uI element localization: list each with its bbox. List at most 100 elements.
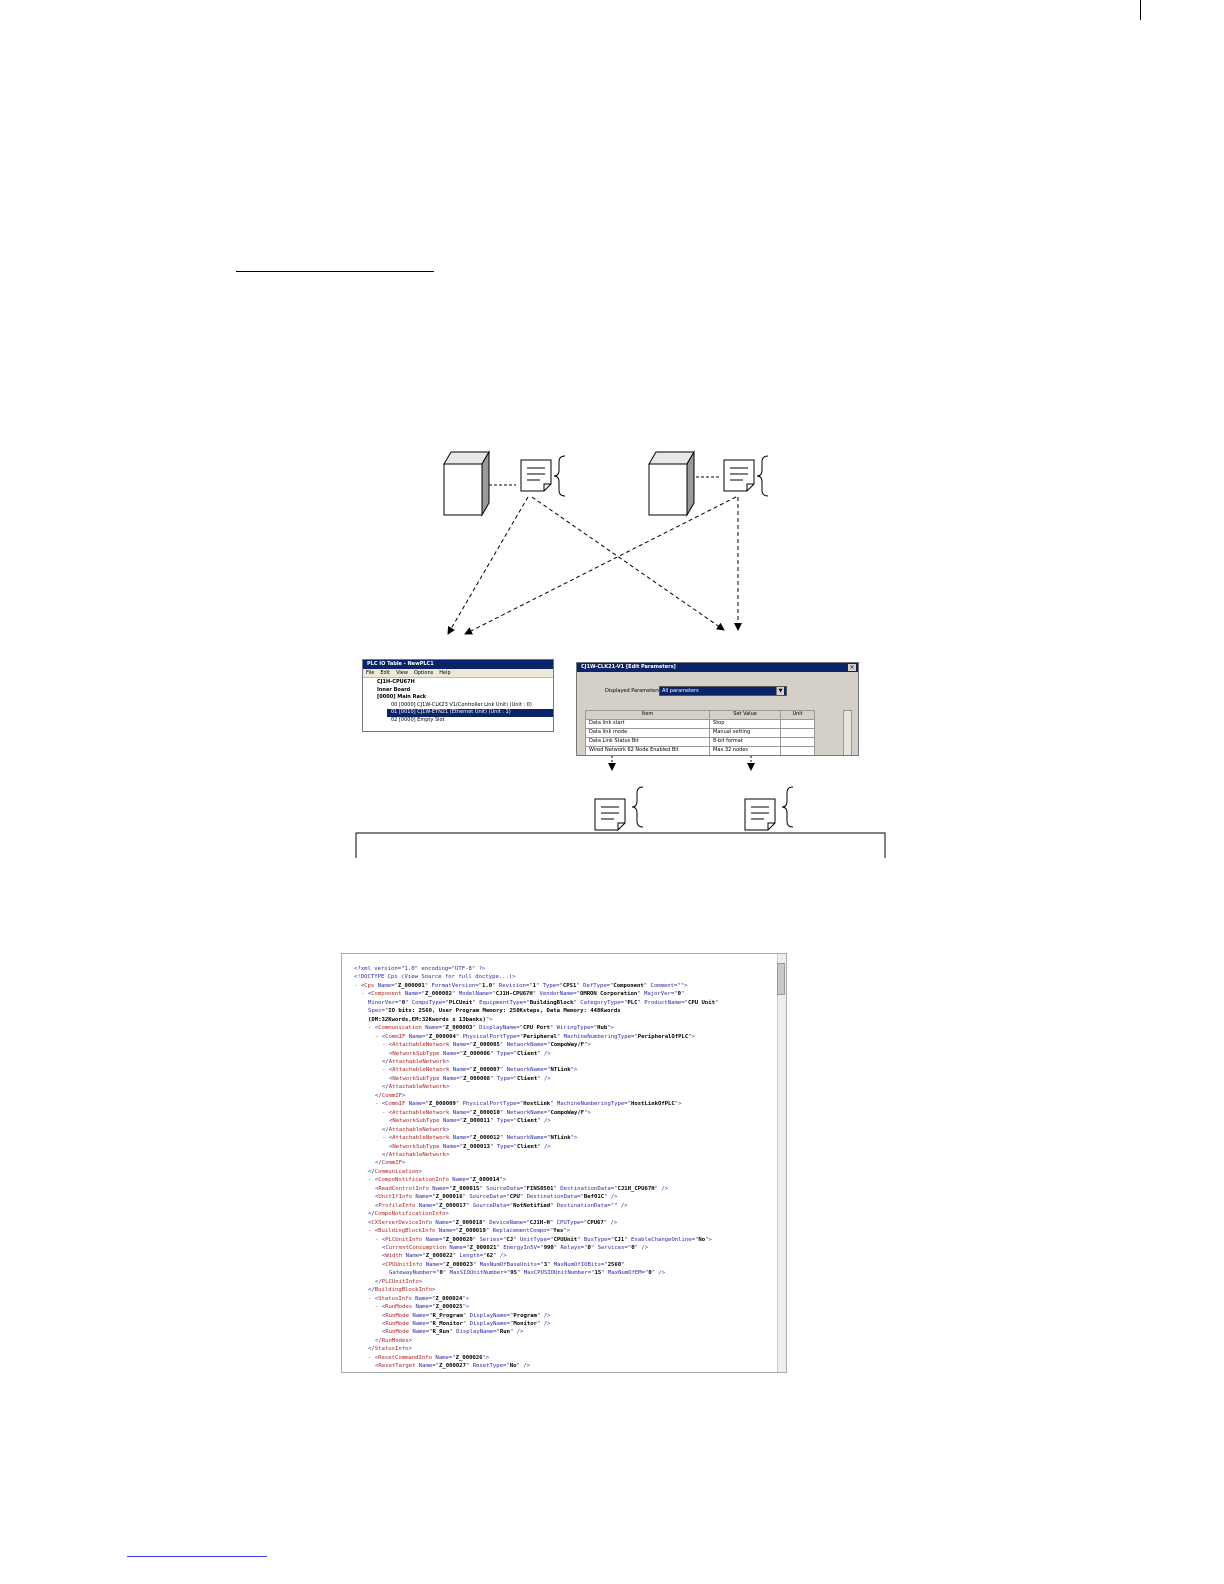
- table-scrollbar[interactable]: [843, 710, 852, 755]
- edit-parameters-window: CJ1W-CLK21-V1 [Edit Parameters] × Displa…: [576, 662, 859, 756]
- xml-line: </AttachableNetwork>: [382, 1058, 450, 1065]
- xml-line: <NetworkSubType Name="Z_000008" Type="Cl…: [389, 1075, 551, 1082]
- table-row[interactable]: Data link mode Manual setting: [584, 728, 815, 738]
- xml-line: Spec="IO bits: 2560, User Program Memory…: [368, 1008, 621, 1015]
- xml-line: </AttachableNetwork>: [382, 1126, 450, 1133]
- displayed-params-value: All parameters: [662, 688, 699, 694]
- menu-view[interactable]: View: [396, 670, 408, 676]
- cell-value[interactable]: 8-bit format: [709, 737, 782, 747]
- xml-line: </CommIF>: [375, 1092, 406, 1099]
- xml-line: </ResetCommandInfo>: [354, 1371, 774, 1373]
- xml-line: </Communication>: [368, 1168, 422, 1175]
- xml-line: - <CommIF Name="Z_000004" PhysicalPortTy…: [375, 1033, 696, 1040]
- xml-line: <CPUUnitInfo Name="Z_000023" MaxNumOfBas…: [382, 1261, 625, 1268]
- table-row[interactable]: Data Link Status Bit 8-bit format: [584, 737, 815, 747]
- xml-line: </CommIF>: [375, 1160, 406, 1167]
- parameters-table: Item Set Value Unit Data link start Stop…: [584, 710, 815, 755]
- top-edge-line: [1140, 0, 1141, 20]
- xml-line: GatewayNumber="0" MaxSIOUnitNumber="95" …: [389, 1270, 666, 1277]
- xml-line: </AttachableNetwork>: [382, 1151, 450, 1158]
- heading-underline: [236, 271, 434, 272]
- cell-unit: [780, 728, 815, 738]
- menu-file[interactable]: File: [366, 670, 375, 676]
- xml-line: <ReadControlInfo Name="Z_000015" SourceD…: [375, 1185, 669, 1192]
- cell-item: Data Link Status Bit: [584, 737, 711, 747]
- close-icon[interactable]: ×: [848, 664, 856, 671]
- xml-line: - <Communication Name="Z_000003" Display…: [368, 1025, 614, 1032]
- tree-item-inner-board[interactable]: Inner Board: [377, 686, 411, 693]
- xml-line: <RunMode Name="R_Program" DisplayName="P…: [382, 1312, 551, 1319]
- xml-line: </RunModes>: [375, 1337, 413, 1344]
- cell-value[interactable]: Stop: [709, 719, 782, 729]
- server-2-icon: [648, 450, 695, 517]
- cell-item: Data link mode: [584, 728, 711, 738]
- xml-line: </StatusInfo>: [368, 1346, 412, 1353]
- xml-scrollbar[interactable]: [777, 954, 786, 1372]
- plc-io-window-title: PLC IO Table - NewPLC1: [363, 660, 553, 669]
- xml-line: <!DOCTYPE Cps (View Source for full doct…: [354, 974, 516, 981]
- table-header-row: Item Set Value Unit: [584, 710, 815, 720]
- displayed-params-select[interactable]: All parameters: [659, 686, 787, 696]
- chevron-down-icon[interactable]: ▼: [776, 687, 784, 695]
- table-row[interactable]: Wired Network 62 Node Enabled Bit Max 32…: [584, 746, 815, 755]
- cell-value[interactable]: Manual setting: [709, 728, 782, 738]
- server-1-icon: [443, 450, 490, 517]
- xml-scrollbar-thumb[interactable]: [777, 963, 785, 995]
- cell-unit: [780, 746, 815, 755]
- menu-help[interactable]: Help: [439, 670, 451, 676]
- xml-line: </PLCUnitInfo>: [375, 1278, 423, 1285]
- xml-line: </AttachableNetwork>: [382, 1084, 450, 1091]
- col-unit: Unit: [780, 710, 815, 720]
- xml-line: <CurrentConsumption Name="Z_000021" Ener…: [382, 1244, 649, 1251]
- document-2-icon: [723, 459, 755, 492]
- cell-unit: [780, 719, 815, 729]
- tree-item-cpu[interactable]: CJ1H-CPU67H: [377, 679, 415, 685]
- bottom-bracket: [355, 832, 886, 858]
- xml-line: - <AttachableNetwork Name="Z_000005" Net…: [382, 1042, 591, 1049]
- xml-line: <Width Name="Z_000022" Length="62" />: [382, 1253, 507, 1260]
- tree-item-main-rack[interactable]: [0000] Main Rack: [377, 694, 427, 700]
- xml-lines: <?xml version="1.0" encoding="UTF-8" ?><…: [354, 965, 774, 1373]
- table-row[interactable]: Data link start Stop: [584, 719, 815, 729]
- edit-params-title: CJ1W-CLK21-V1 [Edit Parameters]: [577, 663, 858, 672]
- col-item: Item: [584, 710, 711, 720]
- xml-line: - <AttachableNetwork Name="Z_000010" Net…: [382, 1109, 591, 1116]
- displayed-params-label: Displayed Parameters: [605, 688, 660, 694]
- brace-1: [553, 455, 566, 497]
- xml-line: - <ResetCommandInfo Name="Z_000026">: [368, 1354, 490, 1361]
- xml-line: <NetworkSubType Name="Z_000006" Type="Cl…: [389, 1050, 551, 1057]
- xml-line: - <Cps Name="Z_000001" FormatVersion="1.…: [354, 982, 688, 989]
- small-arrows: [608, 756, 755, 771]
- plc-io-tree: CJ1H-CPU67H Inner Board [0000] Main Rack…: [363, 678, 553, 724]
- xml-line: <CXServerDeviceInfo Name="Z_000018" Devi…: [368, 1219, 618, 1226]
- edit-params-body: Displayed Parameters All parameters ▼ It…: [577, 672, 858, 755]
- col-set-value: Set Value: [709, 710, 782, 720]
- xml-line: </CompoNotificationInfo>: [368, 1211, 449, 1218]
- brace-2: [756, 455, 769, 497]
- document-4-icon: [744, 798, 776, 831]
- xml-line: - <CommIF Name="Z_000009" PhysicalPortTy…: [375, 1101, 682, 1108]
- xml-line: <NetworkSubType Name="Z_000013" Type="Cl…: [389, 1143, 551, 1150]
- dashed-arrows: [447, 496, 742, 635]
- xml-line: - <AttachableNetwork Name="Z_000007" Net…: [382, 1067, 578, 1074]
- xml-line: - <StatusInfo Name="Z_000024">: [368, 1295, 470, 1302]
- brace-4: [781, 786, 794, 828]
- footer-link-underline: [127, 1556, 267, 1557]
- xml-line: - <RunModes Name="Z_000025">: [375, 1304, 470, 1311]
- tree-item-slot-00[interactable]: 00 [0000] CJ1W-CLK23 V1(Controller Link …: [391, 701, 532, 708]
- tree-item-slot-01[interactable]: 01 [0010] CJ1W-ETN21 (Ethernet Unit) (Un…: [387, 709, 553, 717]
- menu-options[interactable]: Options: [413, 670, 434, 676]
- document-1-icon: [520, 459, 552, 492]
- cell-unit: [780, 737, 815, 747]
- cell-value[interactable]: Max 32 nodes: [709, 746, 782, 755]
- xml-line: <RunMode Name="R_Monitor" DisplayName="M…: [382, 1321, 551, 1328]
- xml-line: <NetworkSubType Name="Z_000011" Type="Cl…: [389, 1118, 551, 1125]
- tree-item-slot-02[interactable]: 02 [0000] Empty Slot: [391, 716, 445, 723]
- xml-line: - <AttachableNetwork Name="Z_000012" Net…: [382, 1135, 578, 1142]
- xml-line: <ProfileInfo Name="Z_000017" SourceData=…: [375, 1202, 628, 1209]
- brace-3: [631, 786, 644, 828]
- menu-edit[interactable]: Edit: [380, 670, 391, 676]
- plc-io-menubar: File Edit View Options Help: [363, 669, 553, 678]
- xml-source-window: <?xml version="1.0" encoding="UTF-8" ?><…: [341, 953, 787, 1373]
- xml-line: - <BuildingBlockInfo Name="Z_000019" Rep…: [368, 1228, 571, 1235]
